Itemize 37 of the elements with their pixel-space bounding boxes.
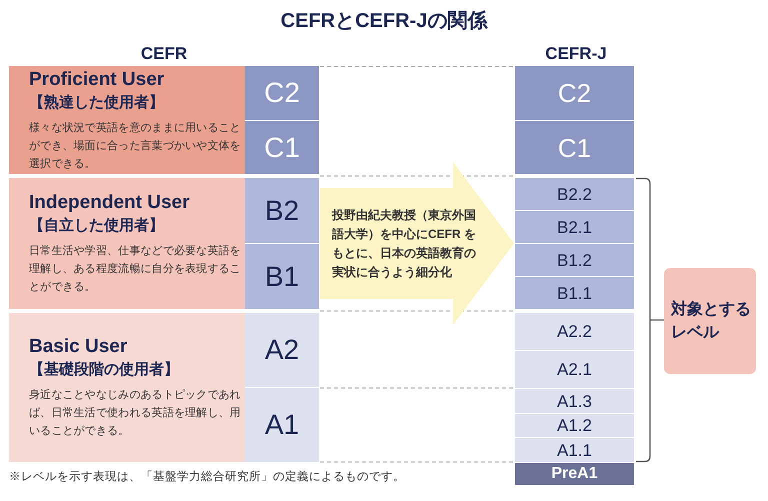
- block-arrow: [320, 162, 514, 325]
- level-cell: B2.2: [515, 178, 634, 210]
- level-cell: B2.1: [515, 211, 634, 243]
- level-subtitle: 【熟達した使用者】: [29, 92, 164, 112]
- level-cell: B1: [245, 244, 319, 309]
- level-cell: A2.1: [515, 351, 634, 388]
- level-cell: A1: [245, 388, 319, 462]
- level-title: Proficient User: [29, 68, 164, 92]
- level-cell: B2: [245, 178, 319, 243]
- level-subtitle: 【自立した使用者】: [29, 216, 164, 236]
- level-cell: B1.1: [515, 277, 634, 309]
- footnote: ※レベルを示す表現は、「基盤学力総合研究所」の定義によるものです。: [9, 469, 405, 485]
- level-title: Independent User: [29, 191, 190, 215]
- level-panel: [9, 66, 245, 174]
- level-subtitle: 【基礎段階の使用者】: [29, 360, 179, 380]
- level-cell: A1.2: [515, 414, 634, 437]
- level-cell: A2.2: [515, 313, 634, 350]
- level-title: Basic User: [29, 335, 128, 359]
- level-panel: [9, 313, 245, 462]
- level-description: 日常生活や学習、仕事などで必要な英語を理解し、ある程度流暢に自分を表現することができる。: [29, 244, 242, 295]
- level-cell: C1: [515, 121, 634, 174]
- target-level-box: 対象とするレベル: [664, 268, 756, 374]
- level-cell: A2: [245, 313, 319, 387]
- level-cell: C1: [245, 121, 319, 174]
- level-panel: [9, 178, 245, 309]
- level-cell: A1.3: [515, 389, 634, 413]
- level-cell: A1.1: [515, 438, 634, 462]
- level-description: 身近なことやなじみのあるトピックであれば、日常生活で使われる英語を理解し、用いることができる。: [29, 388, 242, 439]
- level-cell: C2: [515, 66, 634, 120]
- diagram-title: CEFRとCEFR-Jの関係: [280, 9, 488, 34]
- level-cell: C2: [245, 66, 319, 120]
- level-cell: PreA1: [515, 463, 634, 485]
- arrow-text: 投野由紀夫教授（東京外国語大学）を中心にCEFR をもとに、日本の英語教育の実状に合うよう細分化: [332, 206, 477, 280]
- column-heading: CEFR: [140, 43, 188, 65]
- level-description: 様々な状況で英語を意のままに用いることができ、場面に合った言葉づかいや文体を選択できる。: [29, 120, 242, 172]
- level-cell: B1.2: [515, 244, 634, 276]
- column-heading: CEFR-J: [545, 43, 607, 65]
